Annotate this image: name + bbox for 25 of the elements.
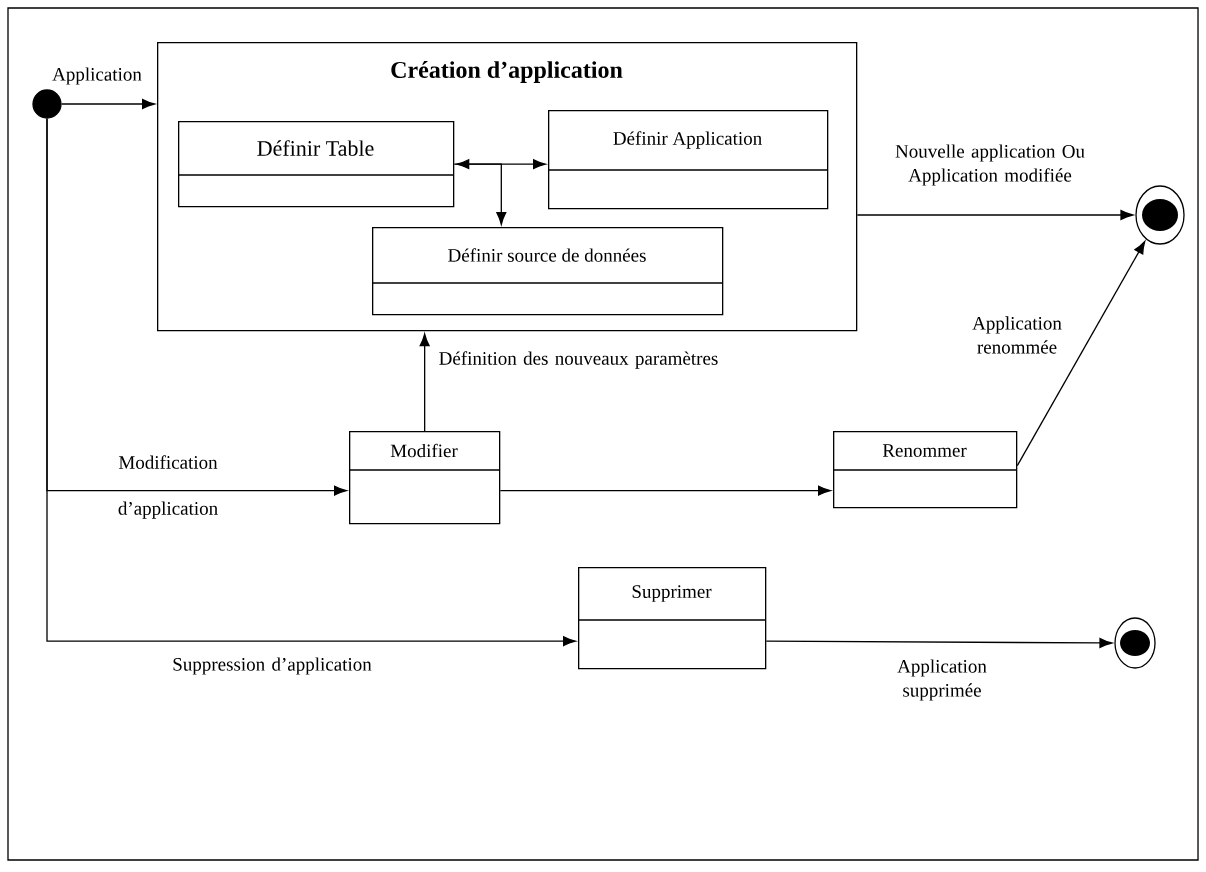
- state-box: Renommer: [832, 431, 1018, 509]
- edge-label: Application supprimée: [897, 659, 987, 701]
- transition-arrow: [856, 209, 1134, 221]
- state-box: Définir Application: [547, 110, 829, 210]
- transition-arrow: [1016, 241, 1146, 467]
- edge-label: Application renommée: [972, 316, 1062, 354]
- transition-arrow: [61, 98, 155, 110]
- transition-arrow: [499, 485, 831, 496]
- state-box: Modifier: [348, 431, 501, 525]
- edge-label: Suppression d’application: [173, 657, 372, 675]
- transition-arrow: [453, 163, 507, 225]
- edge-label: Application: [52, 67, 142, 85]
- final-state: [1135, 185, 1185, 245]
- transition-arrow: [456, 159, 546, 170]
- transition-arrow: [46, 118, 576, 647]
- edge-label: Définition des nouveaux paramètres: [439, 351, 718, 369]
- state-box: Définir Table: [177, 121, 455, 208]
- final-state: [1114, 617, 1156, 669]
- edge-label: Nouvelle application Ou Application modifiée: [895, 144, 1085, 186]
- state-box: Définir source de données: [371, 227, 724, 316]
- transition-arrow: [419, 333, 430, 432]
- state-box: Supprimer: [577, 567, 767, 670]
- edge-label: Modification d’application: [118, 455, 218, 519]
- transition-arrow: [765, 637, 1113, 648]
- initial-state: [32, 89, 62, 119]
